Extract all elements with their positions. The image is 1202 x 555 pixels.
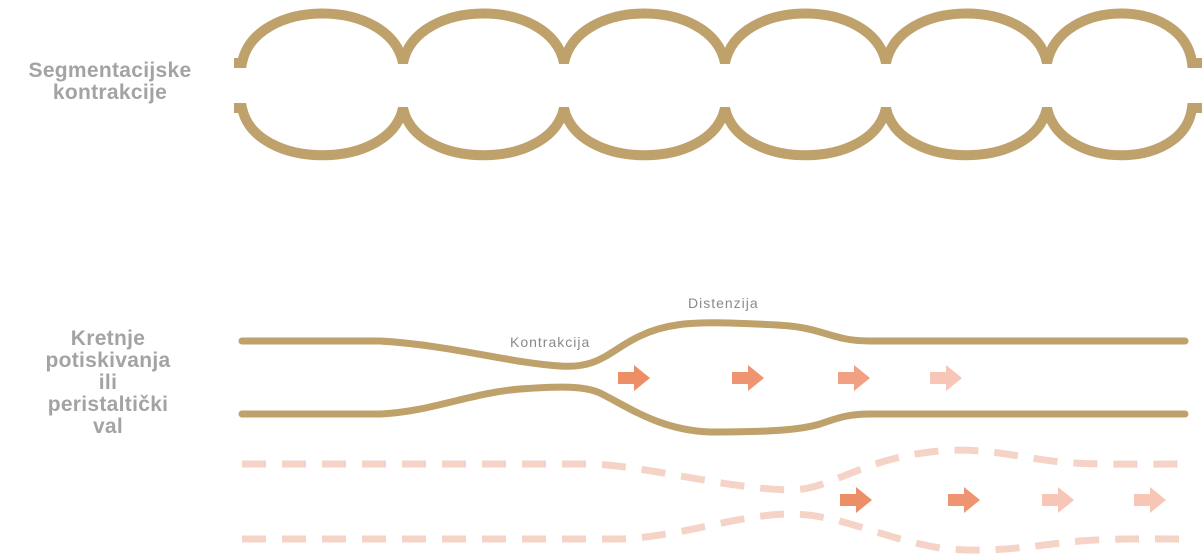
distension-annotation: Distenzija [688,295,759,311]
right-arrow-icon [618,365,650,391]
segmentation-upper-wall [234,14,1202,64]
right-arrow-icon [838,365,870,391]
right-arrow-icon [1042,487,1074,513]
segmentation-lower-wall [234,108,1202,155]
peristalsis-upper-wall [242,323,1185,367]
right-arrow-icon [1134,487,1166,513]
right-arrow-icon [732,365,764,391]
right-arrow-icon [840,487,872,513]
right-arrow-icon [930,365,962,391]
peristalsis-upper-wall-dashed [242,450,1190,490]
peristalsis-lower-wall-dashed [242,514,1190,550]
contraction-annotation: Kontrakcija [510,334,590,350]
right-arrow-icon [948,487,980,513]
peristalsis-lower-wall [242,387,1185,432]
